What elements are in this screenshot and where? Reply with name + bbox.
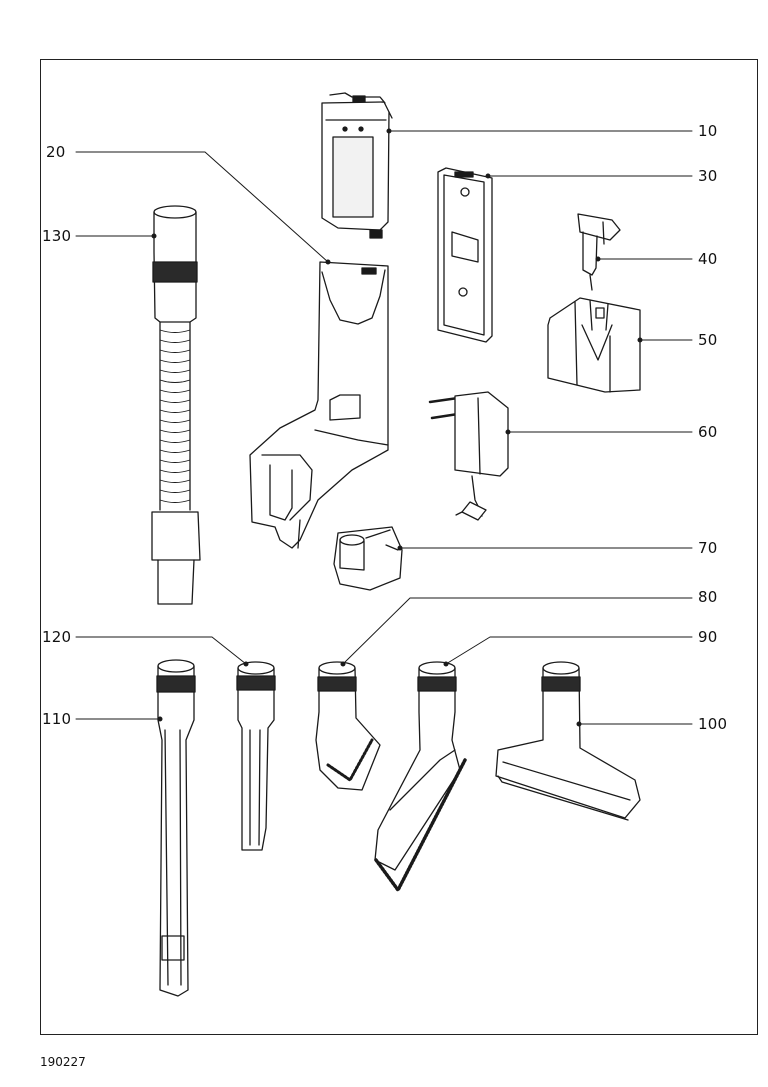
callout-40: 40 bbox=[698, 250, 718, 268]
callout-90: 90 bbox=[698, 628, 718, 646]
part-110-crevice-tube bbox=[156, 659, 196, 997]
callout-120: 120 bbox=[42, 628, 72, 646]
callout-60: 60 bbox=[698, 423, 718, 441]
part-30-wall-bracket bbox=[437, 167, 493, 343]
part-130-flexible-hose bbox=[151, 205, 201, 605]
leader-lines bbox=[75, 128, 693, 727]
callout-70: 70 bbox=[698, 539, 718, 557]
part-50-holder bbox=[547, 297, 641, 393]
part-60-charger bbox=[428, 391, 509, 521]
part-120-crevice-nozzle bbox=[236, 661, 276, 851]
callout-30: 30 bbox=[698, 167, 718, 185]
part-90-soft-brush bbox=[374, 661, 467, 892]
callout-110: 110 bbox=[42, 710, 72, 728]
callout-80: 80 bbox=[698, 588, 718, 606]
callout-10: 10 bbox=[698, 122, 718, 140]
drawing-frame bbox=[40, 59, 758, 1035]
part-20-docking-station bbox=[249, 261, 389, 549]
callout-20: 20 bbox=[46, 143, 66, 161]
part-100-upholstery-nozzle bbox=[495, 661, 641, 821]
callout-50: 50 bbox=[698, 331, 718, 349]
part-10-battery bbox=[321, 92, 393, 239]
callout-130: 130 bbox=[42, 227, 72, 245]
part-40-clip bbox=[577, 213, 621, 291]
document-number: 190227 bbox=[40, 1055, 86, 1069]
callout-100: 100 bbox=[698, 715, 728, 733]
part-80-dusting-brush bbox=[315, 661, 381, 791]
part-70-adapter bbox=[333, 526, 403, 591]
